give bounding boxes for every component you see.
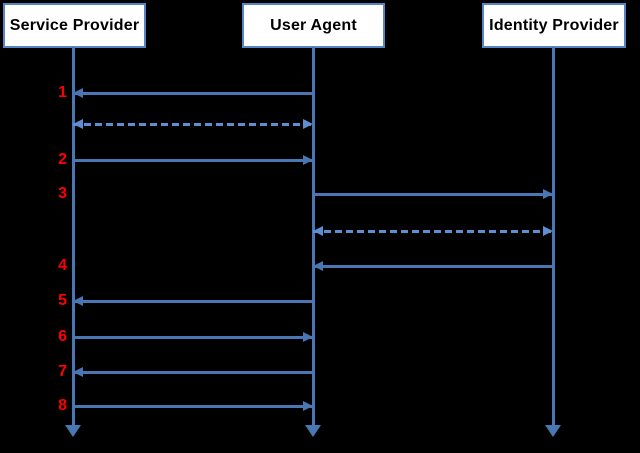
arrow-line: [73, 91, 313, 95]
arrowhead-left: [313, 225, 323, 236]
lifeline-ua: [311, 47, 315, 425]
arrow-line: [73, 370, 313, 374]
arrowhead-left: [313, 260, 323, 271]
message-arrow-dashed-4: [313, 225, 553, 236]
step-number-7: 7: [58, 363, 67, 380]
lifeline-sp: [71, 47, 75, 425]
arrow-line: [73, 122, 313, 126]
step-number-4: 4: [58, 257, 67, 274]
arrowhead-left: [73, 118, 83, 129]
lifeline-arrowhead-idp: [545, 425, 561, 437]
arrowhead-right: [543, 188, 553, 199]
arrowhead-left: [73, 366, 83, 377]
step-number-1: 1: [58, 84, 67, 101]
step-number-6: 6: [58, 328, 67, 345]
arrow-line: [73, 404, 313, 408]
arrowhead-left: [73, 295, 83, 306]
lifeline-idp: [551, 47, 555, 425]
message-arrow-step-3: [313, 188, 553, 199]
actor-label-sp: Service Provider: [9, 16, 140, 34]
message-arrow-step-5: [73, 295, 313, 306]
arrow-line: [73, 158, 313, 162]
arrow-line: [313, 229, 553, 233]
lifeline-arrowhead-ua: [305, 425, 321, 437]
arrowhead-right: [303, 331, 313, 342]
arrow-line: [313, 192, 553, 196]
actor-idp: Identity Provider: [482, 3, 626, 48]
message-arrow-step-1: [73, 87, 313, 98]
actor-ua: User Agent: [242, 3, 385, 48]
message-arrow-step-8: [73, 400, 313, 411]
message-arrow-step-2: [73, 154, 313, 165]
step-number-5: 5: [58, 292, 67, 309]
message-arrow-step-7: [73, 366, 313, 377]
actor-label-idp: Identity Provider: [489, 16, 619, 34]
lifeline-arrowhead-sp: [65, 425, 81, 437]
arrow-line: [73, 299, 313, 303]
arrowhead-left: [73, 87, 83, 98]
message-arrow-step-4: [313, 260, 553, 271]
arrowhead-right: [303, 118, 313, 129]
arrow-line: [73, 335, 313, 339]
step-number-8: 8: [58, 397, 67, 414]
arrow-line: [313, 264, 553, 268]
arrowhead-right: [543, 225, 553, 236]
step-number-3: 3: [58, 185, 67, 202]
message-arrow-step-6: [73, 331, 313, 342]
arrowhead-right: [303, 154, 313, 165]
actor-label-ua: User Agent: [270, 16, 357, 34]
actor-sp: Service Provider: [3, 3, 146, 48]
message-arrow-dashed-1: [73, 118, 313, 129]
step-number-2: 2: [58, 151, 67, 168]
arrowhead-right: [303, 400, 313, 411]
